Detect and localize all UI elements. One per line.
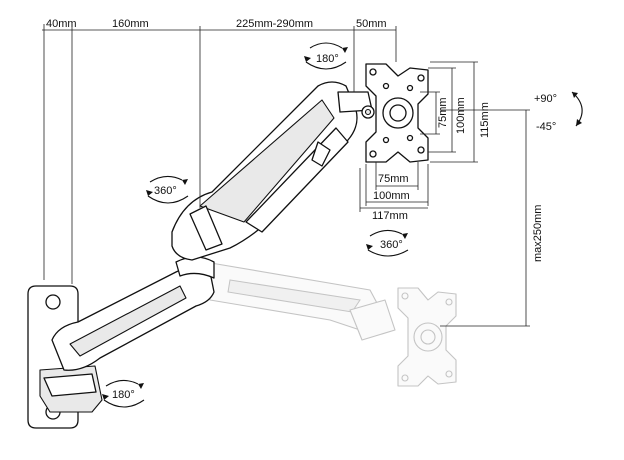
rotation-head-swivel-label: 180° (316, 53, 339, 65)
dim-vesa-outer-width-label: 100mm (373, 190, 410, 202)
vesa-width-dimension-lines (359, 162, 429, 212)
dim-vesa-inner-width-label: 75mm (378, 173, 409, 185)
wall-plate (27, 285, 103, 429)
arm-lower-position-ghost (204, 261, 396, 341)
dim-arm-segment-2-label: 225mm-290mm (236, 18, 313, 30)
dim-vesa-inner-height-label: 75mm (437, 97, 449, 128)
rotation-wall-swivel (102, 379, 145, 408)
dim-plate-height-label: 115mm (479, 102, 491, 138)
vesa-plate-ghost (397, 287, 457, 387)
rotation-tilt-up-label: +90° (534, 93, 557, 105)
dim-vesa-outer-height-label: 100mm (455, 97, 467, 134)
dim-height-adjust-label: max250mm (532, 205, 544, 262)
tilt-head (337, 91, 375, 119)
dim-wall-offset-label: 40mm (46, 18, 77, 30)
rotation-plate-label: 360° (380, 239, 403, 251)
dim-arm-segment-1-label: 160mm (112, 18, 149, 30)
rotation-arm (146, 175, 189, 204)
top-dimension-lines (42, 24, 397, 284)
dim-plate-width-label: 117mm (372, 210, 408, 222)
vesa-plate (365, 63, 429, 163)
rotation-wall-swivel-label: 180° (112, 389, 135, 401)
rotation-arm-label: 360° (154, 185, 177, 197)
dim-plate-offset-label: 50mm (356, 18, 387, 30)
vesa-height-dimension-lines (420, 61, 478, 163)
height-adjust-dimension-lines (440, 109, 530, 327)
rotation-tilt (571, 91, 583, 127)
rotation-head-swivel (304, 42, 348, 70)
rotation-tilt-down-label: -45° (536, 121, 556, 133)
arm-segment-2 (171, 81, 358, 261)
rotation-plate (366, 229, 409, 257)
